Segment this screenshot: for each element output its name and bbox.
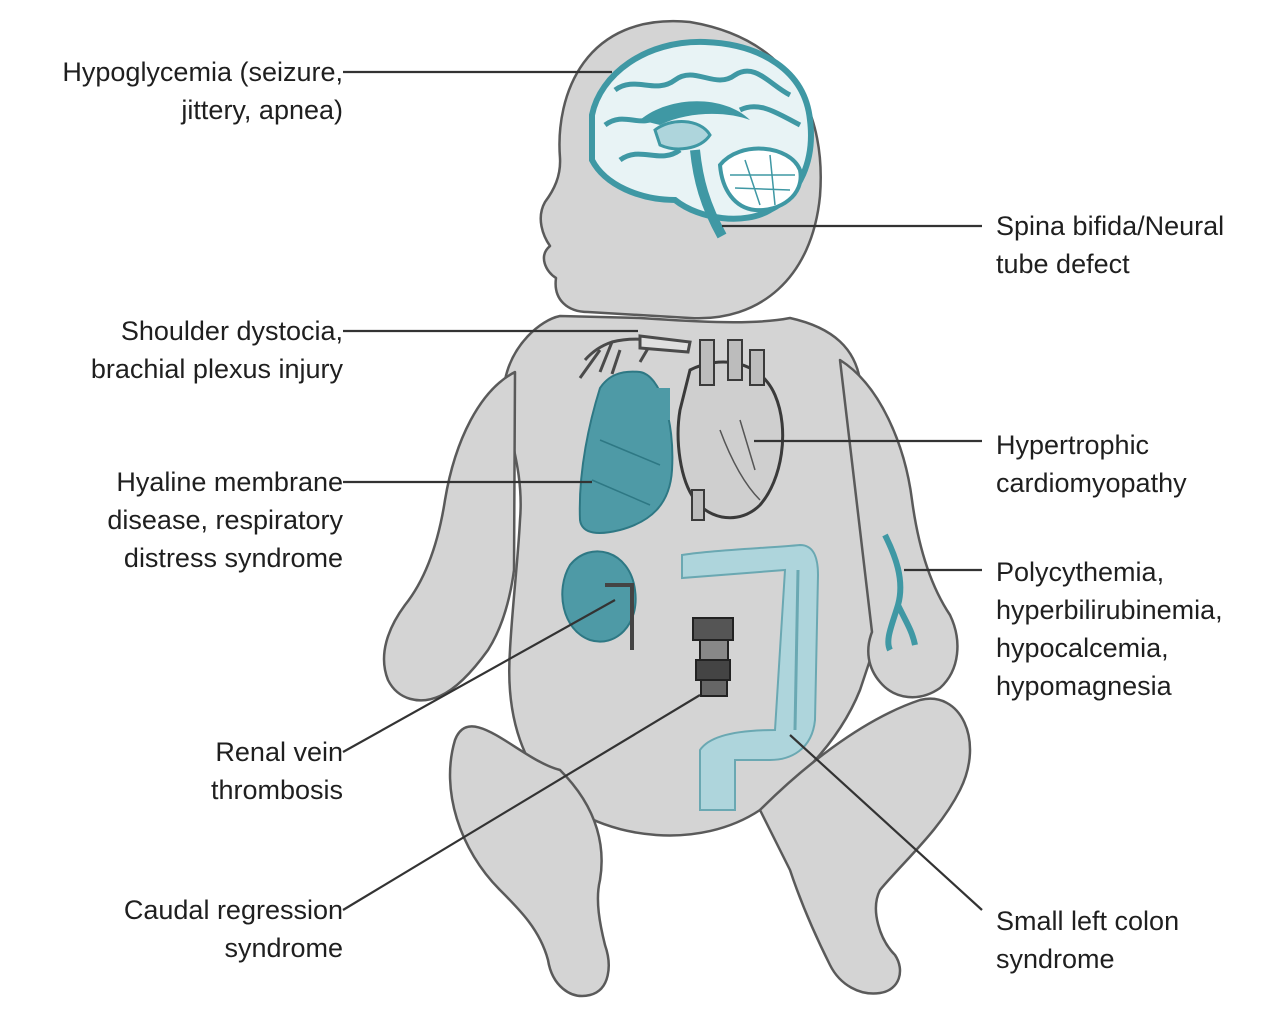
label-small-left-colon: Small left colon syndrome — [996, 902, 1179, 978]
label-cardiomyopathy: Hypertrophic cardiomyopathy — [996, 426, 1187, 502]
label-shoulder-dystocia: Shoulder dystocia, brachial plexus injur… — [91, 312, 343, 388]
infant-left-arm — [384, 372, 515, 700]
label-hyaline-membrane: Hyaline membrane disease, respiratory di… — [107, 463, 343, 577]
label-spina-bifida: Spina bifida/Neural tube defect — [996, 207, 1224, 283]
label-polycythemia: Polycythemia, hyperbilirubinemia, hypoca… — [996, 553, 1223, 705]
trachea — [656, 388, 670, 420]
label-caudal-regression: Caudal regression syndrome — [124, 891, 343, 967]
kidney — [562, 551, 635, 641]
label-renal-vein: Renal vein thrombosis — [211, 733, 343, 809]
label-hypoglycemia: Hypoglycemia (seizure, jittery, apnea) — [62, 53, 343, 129]
